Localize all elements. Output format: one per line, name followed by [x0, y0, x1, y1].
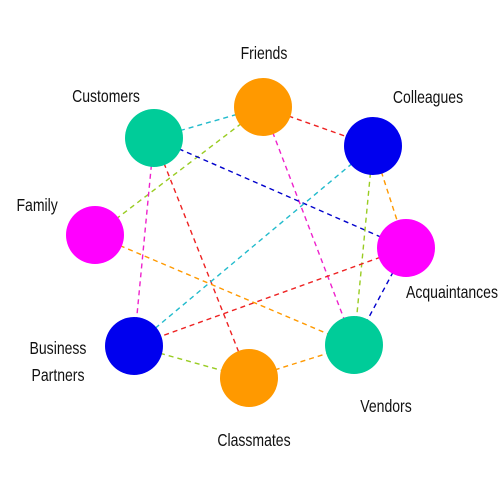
- edge-customers-acquaintances: [153, 137, 407, 249]
- label-acquaintances: Acquaintances: [406, 282, 498, 302]
- label-classmates: Classmates: [217, 430, 290, 450]
- edge-family-vendors: [94, 234, 355, 346]
- edge-friends-vendors: [262, 106, 355, 346]
- node-layer: [66, 78, 435, 407]
- node-acquaintances[interactable]: [377, 219, 435, 277]
- node-colleagues[interactable]: [344, 117, 402, 175]
- label-friends: Friends: [241, 43, 288, 63]
- node-classmates[interactable]: [220, 349, 278, 407]
- label-customers: Customers: [72, 86, 140, 106]
- node-customers[interactable]: [125, 109, 183, 167]
- label-layer: FriendsColleaguesAcquaintancesVendorsCla…: [16, 43, 498, 450]
- node-vendors[interactable]: [325, 316, 383, 374]
- node-business[interactable]: [105, 317, 163, 375]
- node-family[interactable]: [66, 206, 124, 264]
- label-vendors: Vendors: [360, 396, 411, 416]
- label-colleagues: Colleagues: [393, 87, 463, 107]
- edge-colleagues-business: [133, 145, 374, 347]
- label-business-line-2: Partners: [31, 365, 84, 385]
- edge-customers-business: [133, 137, 155, 347]
- edge-customers-classmates: [153, 137, 250, 379]
- node-friends[interactable]: [234, 78, 292, 136]
- label-family: Family: [16, 195, 58, 215]
- edge-colleagues-vendors: [353, 145, 374, 346]
- label-business-line-1: Business: [30, 338, 87, 358]
- edge-acquaintances-business: [133, 247, 407, 347]
